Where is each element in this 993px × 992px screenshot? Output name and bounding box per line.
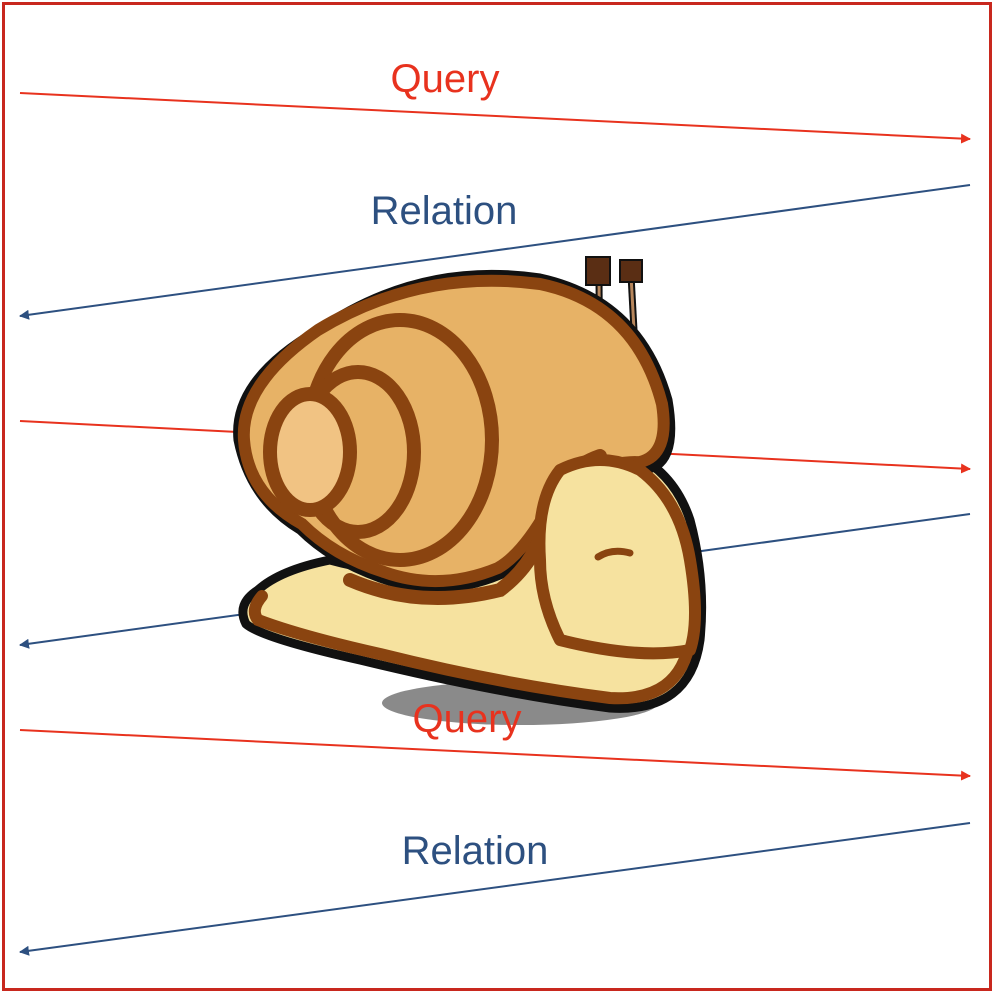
query-arrow-1 bbox=[19, 92, 971, 144]
query-label-bottom: Query bbox=[413, 697, 522, 741]
relation-arrow-1 bbox=[19, 184, 971, 320]
snail-icon bbox=[233, 256, 707, 725]
relation-label-bottom: Relation bbox=[402, 829, 549, 873]
relation-arrow-3 bbox=[19, 822, 971, 956]
query-arrow-3 bbox=[19, 729, 971, 781]
relation-label-top: Relation bbox=[371, 189, 518, 233]
eye-icon bbox=[594, 547, 634, 561]
query-label-top: Query bbox=[391, 57, 500, 101]
